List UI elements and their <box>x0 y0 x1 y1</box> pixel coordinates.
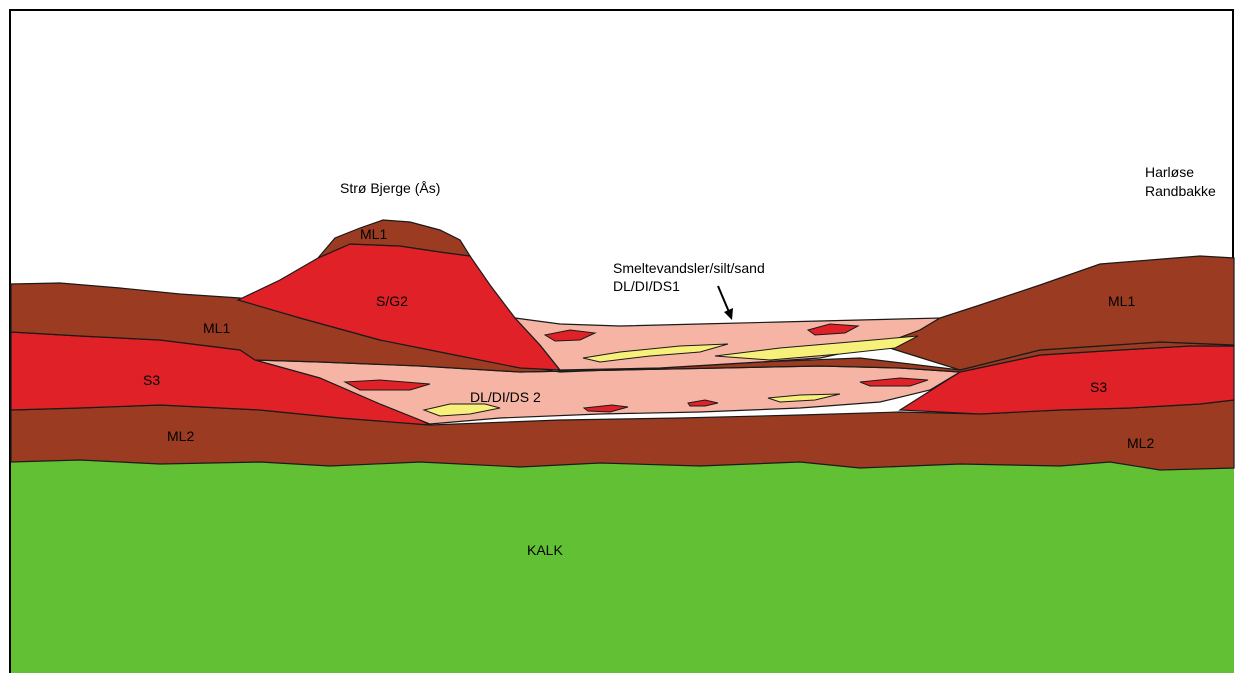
label-kalk: KALK <box>527 542 563 558</box>
arrow-icon <box>718 286 733 320</box>
label-s3-left: S3 <box>143 372 160 388</box>
label-dl-di-ds2: DL/DI/DS 2 <box>470 389 541 405</box>
label-stroe-bjerge: Strø Bjerge (Ås) <box>340 180 440 196</box>
label-randbakke: Randbakke <box>1145 183 1216 199</box>
label-ml1-left: ML1 <box>203 320 230 336</box>
label-dl-di-ds1: DL/DI/DS1 <box>613 278 680 294</box>
label-s3-right: S3 <box>1090 379 1107 395</box>
label-ml2-right: ML2 <box>1127 435 1154 451</box>
label-ml2-left: ML2 <box>167 428 194 444</box>
label-sg2: S/G2 <box>376 293 408 309</box>
label-ml1-right: ML1 <box>1108 293 1135 309</box>
label-smeltevandsler: Smeltevandsler/silt/sand <box>613 260 765 276</box>
label-ml1-hill: ML1 <box>360 226 387 242</box>
label-harloese: Harløse <box>1145 164 1194 180</box>
kalk-layer <box>11 460 1234 673</box>
